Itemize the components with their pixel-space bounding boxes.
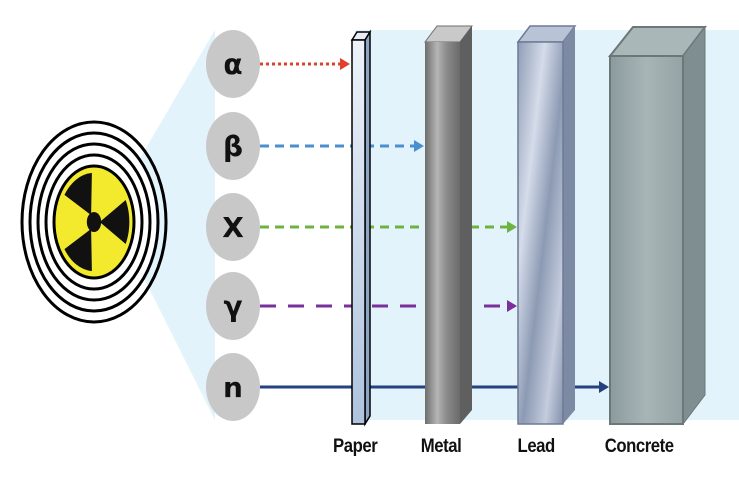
barrier-label-metal: Metal (420, 436, 462, 457)
beam-arrowhead-x-ray (507, 221, 517, 233)
barrier-paper (350, 29, 372, 427)
particle-symbol: n (223, 371, 243, 404)
radiation-source (20, 120, 168, 324)
particle-circle (206, 272, 260, 340)
barrier-label-concrete: Concrete (604, 436, 674, 457)
particle-symbol: α (223, 48, 242, 81)
beam-arrowhead-neutron (599, 381, 609, 393)
particle-circle (206, 30, 260, 98)
barrier-concrete (607, 25, 708, 426)
particle-symbol: X (222, 211, 244, 244)
barrier-label-paper: Paper (333, 436, 378, 457)
particle-x-ray: X (206, 193, 260, 261)
beam-arrowhead-alpha (340, 58, 350, 70)
particle-circle (206, 112, 260, 180)
particle-symbol: β (223, 130, 243, 163)
particle-circle (206, 193, 260, 261)
particle-neutron: n (206, 353, 260, 421)
particle-symbol: γ (223, 290, 242, 323)
particle-gamma: γ (206, 272, 260, 340)
beam-arrowhead-gamma (507, 300, 517, 312)
particle-circle (206, 353, 260, 421)
barrier-lead (516, 25, 577, 425)
barrier-label-lead: Lead (517, 436, 556, 457)
beam-cone-left (110, 30, 215, 420)
beam-arrowhead-beta (414, 140, 424, 152)
barrier-metal (424, 25, 473, 424)
particle-alpha: α (206, 30, 260, 98)
particle-beta: β (206, 112, 260, 180)
radiation-trefoil-icon (52, 164, 136, 280)
